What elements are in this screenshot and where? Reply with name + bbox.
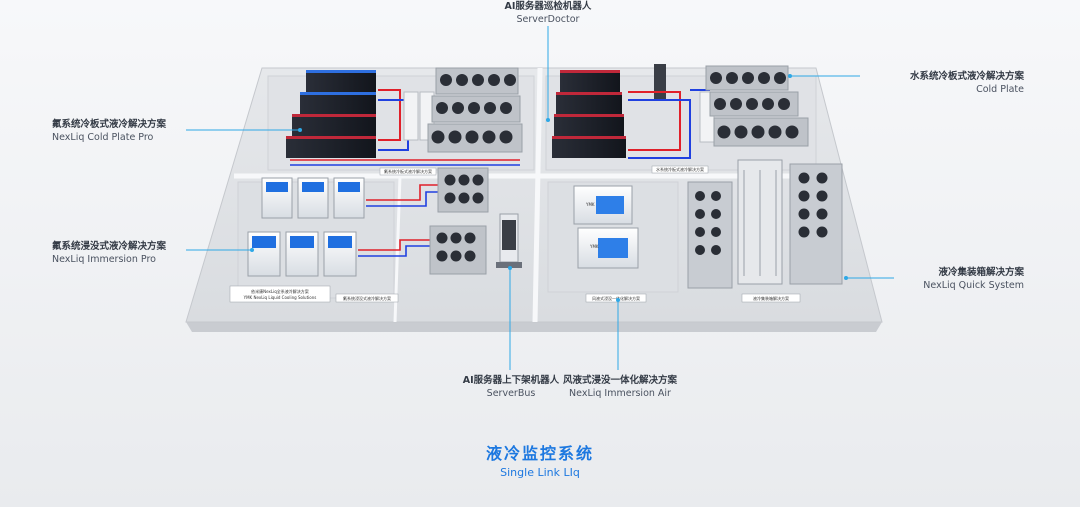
title-cn: 液冷监控系统 [0, 440, 1080, 464]
immersion-tank [298, 178, 328, 218]
label-cold-plate-pro-en: NexLiq Cold Plate Pro [52, 131, 192, 144]
monitoring-system-title: 液冷监控系统 Single Link LIq [0, 440, 1080, 479]
inspection-robot [654, 64, 666, 100]
immersion-tank [324, 232, 356, 276]
label-cold-plate: 水系统冷板式液冷解决方案 Cold Plate [860, 70, 1024, 96]
server-rack [556, 92, 622, 114]
label-immersion-air-en: NexLiq Immersion Air [540, 387, 700, 400]
placard-cold-plate: 水系统冷板式液冷解决方案 [656, 166, 704, 172]
placard-brand-en: YMK NexLiq Liquid Cooling Solutions [243, 295, 317, 300]
label-server-doctor-en: ServerDoctor [448, 13, 648, 26]
server-rack [292, 114, 376, 136]
placard-cold-plate-pro: 氟系统冷板式液冷解决方案 [384, 168, 432, 174]
dry-cooler-array [428, 68, 522, 152]
cold-plate-pro-zone: 氟系统冷板式液冷解决方案 [268, 68, 534, 175]
immersion-air-tank: YMK [578, 228, 638, 268]
immersion-air-tank: YMK [574, 186, 632, 224]
server-rack [552, 136, 626, 158]
label-cold-plate-en: Cold Plate [860, 83, 1024, 96]
title-en: Single Link LIq [0, 466, 1080, 479]
container-module [790, 164, 842, 284]
immersion-tank [262, 178, 292, 218]
tank-brand: YMK [589, 244, 599, 249]
container-module [688, 182, 732, 288]
placard-immersion-air: 风液式浸没一体化解决方案 [592, 295, 640, 301]
immersion-tank [248, 232, 280, 276]
label-immersion-air: 风液式浸没一体化解决方案 NexLiq Immersion Air [540, 374, 700, 400]
label-server-doctor: AI服务器巡检机器人 ServerDoctor [448, 0, 648, 26]
immersion-air-zone: YMK YMK 风液式浸没一体化解决方案 [548, 182, 678, 302]
server-rack [300, 92, 376, 114]
cold-plate-zone: 水系统冷板式液冷解决方案 [546, 64, 816, 173]
immersion-tank [334, 178, 364, 218]
label-quick-system-en: NexLiq Quick System [870, 279, 1024, 292]
server-rack [306, 70, 376, 92]
placard-quick-system: 液冷集装箱解决方案 [753, 295, 789, 301]
label-immersion-pro: 氟系统浸没式液冷解决方案 NexLiq Immersion Pro [52, 240, 192, 266]
label-cold-plate-cn: 水系统冷板式液冷解决方案 [860, 70, 1024, 83]
label-quick-system-cn: 液冷集装箱解决方案 [870, 266, 1024, 279]
tank-brand: YMK [585, 202, 595, 207]
label-quick-system: 液冷集装箱解决方案 NexLiq Quick System [870, 266, 1024, 292]
label-immersion-pro-cn: 氟系统浸没式液冷解决方案 [52, 240, 192, 253]
label-immersion-air-cn: 风液式浸没一体化解决方案 [540, 374, 700, 387]
label-cold-plate-pro: 氟系统冷板式液冷解决方案 NexLiq Cold Plate Pro [52, 118, 192, 144]
label-cold-plate-pro-cn: 氟系统冷板式液冷解决方案 [52, 118, 192, 131]
server-bus-robot [496, 214, 522, 268]
label-server-doctor-cn: AI服务器巡检机器人 [448, 0, 648, 13]
placard-immersion-pro: 氟系统浸没式液冷解决方案 [343, 295, 391, 301]
container-module [738, 160, 782, 284]
label-immersion-pro-en: NexLiq Immersion Pro [52, 253, 192, 266]
server-rack [554, 114, 624, 136]
immersion-tank [286, 232, 318, 276]
server-rack [286, 136, 376, 158]
placard-brand-cn: 依米康NexLiq全系液冷解决方案 [251, 288, 309, 294]
server-rack [560, 70, 620, 92]
